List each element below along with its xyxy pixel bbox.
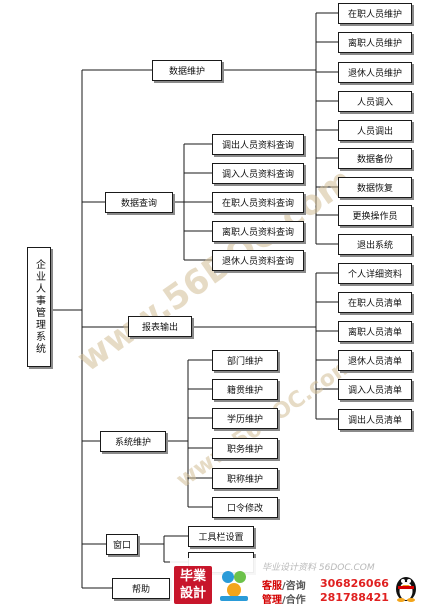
manage-number: 281788421 [320, 591, 389, 604]
manage-label: 管理 [262, 595, 282, 606]
contact-row-service: 客服/咨询 306826066 [262, 577, 389, 592]
node-query-1: 调出人员资料查询 [212, 134, 304, 155]
contact-row-manage: 管理/合作 281788421 [262, 591, 389, 606]
logo-line-2: 設計 [179, 586, 206, 601]
node-report-6: 调出人员清单 [338, 409, 412, 430]
node-right-col-3: 退休人员维护 [338, 62, 412, 83]
node-system-3: 学历维护 [212, 408, 278, 429]
node-data-maintenance: 数据维护 [152, 60, 222, 81]
node-query-3: 在职人员资料查询 [212, 192, 304, 213]
node-right-col-5: 人员调出 [338, 120, 412, 141]
people-icon [220, 571, 248, 601]
node-system-2: 籍贯维护 [212, 379, 278, 400]
footer-banner: 毕業 設計 毕业设计资料 56DOC.COM 客服/咨询 306826066 管… [170, 558, 423, 606]
penguin-icon [396, 577, 416, 602]
manage-label-suffix: /合作 [282, 595, 306, 606]
service-label: 客服 [262, 581, 282, 592]
brand-logo: 毕業 設計 [174, 566, 212, 604]
node-system-maintenance: 系统维护 [100, 431, 166, 452]
node-root: 企业人事管理系统 [27, 247, 51, 367]
service-number: 306826066 [320, 577, 389, 590]
node-right-col-8: 更换操作员 [338, 205, 412, 226]
node-window: 窗口 [106, 534, 138, 555]
node-window-1: 工具栏设置 [188, 526, 254, 547]
node-data-query: 数据查询 [105, 192, 173, 213]
node-report-3: 离职人员清单 [338, 321, 412, 342]
node-right-col-2: 离职人员维护 [338, 32, 412, 53]
node-report-1: 个人详细资料 [338, 263, 412, 284]
node-system-4: 职务维护 [212, 438, 278, 459]
node-report-2: 在职人员清单 [338, 292, 412, 313]
node-system-6: 口令修改 [212, 497, 278, 518]
logo-line-1: 毕業 [179, 569, 206, 584]
node-right-col-1: 在职人员维护 [338, 3, 412, 24]
node-report-5: 调入人员清单 [338, 379, 412, 400]
node-system-1: 部门维护 [212, 350, 278, 371]
node-report-output: 报表输出 [128, 316, 192, 337]
node-query-4: 离职人员资料查询 [212, 221, 304, 242]
service-label-suffix: /咨询 [282, 581, 306, 592]
node-right-col-7: 数据恢复 [338, 177, 412, 198]
node-query-2: 调入人员资料查询 [212, 163, 304, 184]
node-right-col-9: 退出系统 [338, 234, 412, 255]
node-system-5: 职称维护 [212, 468, 278, 489]
node-help: 帮助 [112, 578, 170, 599]
node-right-col-4: 人员调入 [338, 91, 412, 112]
node-query-5: 退休人员资料查询 [212, 250, 304, 271]
node-right-col-6: 数据备份 [338, 148, 412, 169]
node-report-4: 退休人员清单 [338, 350, 412, 371]
footer-tagline: 毕业设计资料 56DOC.COM [262, 563, 375, 573]
